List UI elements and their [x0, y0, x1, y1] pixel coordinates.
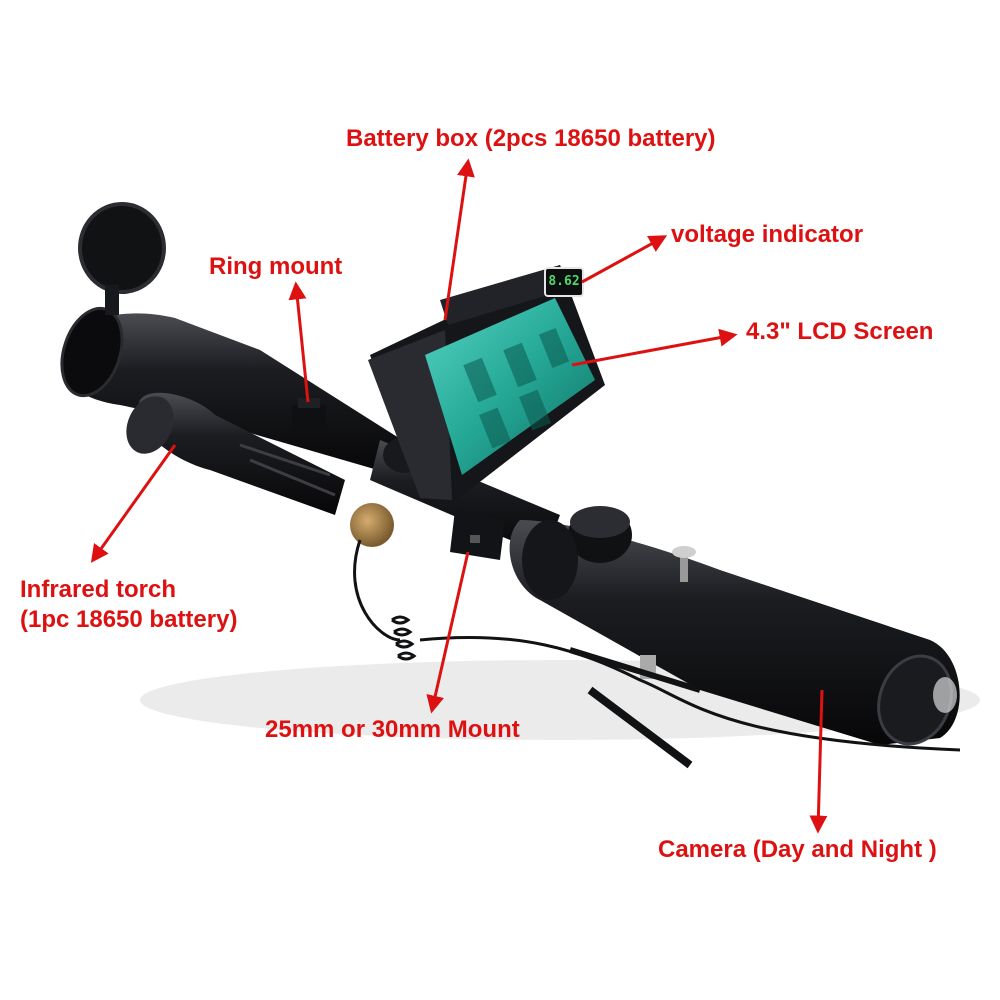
arrow-battery-box — [443, 158, 475, 321]
coiled-cable-icon — [353, 539, 961, 769]
label-voltage-indicator: voltage indicator — [671, 221, 864, 248]
label-battery-box: Battery box (2pcs 18650 battery) — [346, 125, 716, 152]
arrow-ring-mount — [288, 281, 310, 403]
arrow-lcd-screen — [571, 328, 738, 367]
label-infrared-torch: Infrared torch (1pc 18650 battery) — [20, 575, 237, 635]
label-ring-mount: Ring mount — [209, 253, 343, 280]
arrow-mount — [426, 551, 470, 714]
label-infrared-torch-line1: Infrared torch — [20, 576, 177, 603]
voltage-readout: 8.62 — [548, 274, 580, 289]
ring-mount-icon — [292, 398, 326, 427]
arrow-infrared-torch — [90, 444, 177, 563]
lcd-monitor-icon — [368, 265, 605, 505]
flip-up-lens-cap-icon — [78, 202, 166, 315]
label-infrared-torch-line2: (1pc 18650 battery) — [20, 606, 238, 633]
callout-arrows — [90, 158, 828, 834]
arrow-camera — [809, 689, 828, 834]
parallax-knob — [350, 503, 394, 547]
label-camera: Camera (Day and Night ) — [658, 836, 937, 863]
label-lcd-screen: 4.3" LCD Screen — [746, 318, 934, 345]
flashlight-icon — [126, 392, 345, 515]
scope-mount-icon — [450, 510, 505, 560]
label-mount: 25mm or 30mm Mount — [265, 716, 520, 743]
arrow-voltage-indicator — [581, 235, 668, 284]
